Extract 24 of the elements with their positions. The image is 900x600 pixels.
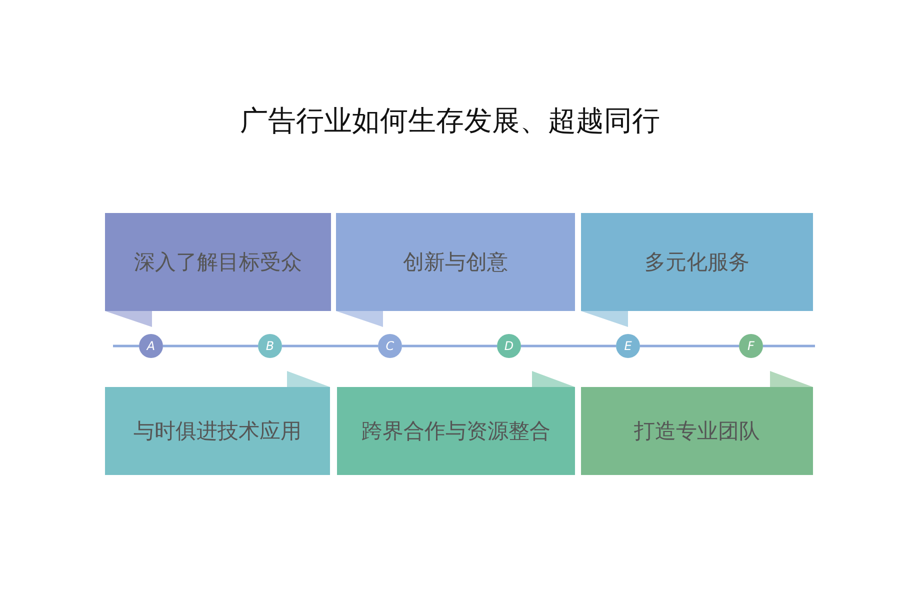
text-card (336, 213, 575, 311)
timeline-line (402, 344, 497, 348)
card-label: 创新与创意 (403, 249, 508, 276)
timeline-marker: C (378, 334, 402, 358)
text-card (105, 387, 330, 475)
timeline-line (282, 344, 378, 348)
card-label: 打造专业团队 (634, 418, 760, 445)
card-label: 跨界合作与资源整合 (362, 418, 550, 445)
timeline-marker: A (139, 334, 163, 358)
timeline-line (521, 344, 616, 348)
card-label: 深入了解目标受众 (134, 249, 302, 276)
text-card (337, 387, 575, 475)
text-card (581, 387, 813, 475)
text-card (581, 213, 813, 311)
title: 广告行业如何生存发展、超越同行 (239, 103, 661, 139)
card-label: 多元化服务 (644, 249, 750, 276)
timeline-line (640, 344, 739, 348)
text-card (105, 213, 331, 311)
timeline-marker: D (497, 334, 521, 358)
card-label: 与时俱进技术应用 (134, 418, 302, 445)
timeline-marker: F (739, 334, 763, 358)
timeline-marker: E (616, 334, 640, 358)
timeline-marker: B (258, 334, 282, 358)
timeline-line (163, 344, 258, 348)
